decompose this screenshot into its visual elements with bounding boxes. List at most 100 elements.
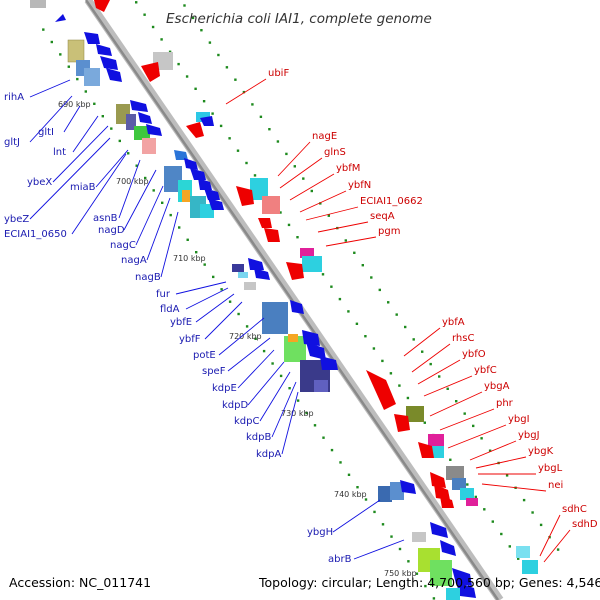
map-title: Escherichia coli IAI1, complete genome xyxy=(166,11,432,27)
gene-block xyxy=(142,138,156,154)
gene-block xyxy=(182,190,190,202)
gc-dot xyxy=(194,87,197,90)
gene-arrow xyxy=(186,122,204,138)
gc-dot xyxy=(160,38,163,41)
tick-label: 740 kbp xyxy=(334,490,367,499)
gc-dot xyxy=(101,115,104,118)
gene-label-left: nagD xyxy=(98,225,125,236)
gene-label-right: ybfA xyxy=(442,317,465,328)
label-leader-lines xyxy=(29,78,571,563)
gc-dot xyxy=(271,362,274,365)
gene-label-left: rihA xyxy=(4,92,24,103)
leader-line xyxy=(332,499,381,533)
gene-label-right: ybgL xyxy=(538,463,563,474)
gene-label-left: lnt xyxy=(53,147,66,158)
gc-dot xyxy=(395,313,398,316)
gene-block xyxy=(516,546,530,558)
gene-label-right: sdhC xyxy=(562,504,587,515)
gene-block xyxy=(412,532,426,542)
leader-line xyxy=(439,408,495,431)
gene-label-right: ECIAI1_0662 xyxy=(360,196,423,207)
gc-dot xyxy=(305,411,308,415)
gene-label-left: gltI xyxy=(38,127,54,138)
gene-arrow xyxy=(366,370,396,410)
gc-dot xyxy=(347,310,350,313)
gene-block xyxy=(200,204,214,218)
gc-dot xyxy=(178,226,181,229)
gc-dot xyxy=(522,498,526,502)
gc-dot xyxy=(330,285,333,288)
leader-line xyxy=(71,153,127,235)
leader-line xyxy=(52,125,109,183)
gc-dot xyxy=(200,29,203,32)
gc-dot xyxy=(93,102,96,105)
gene-arrow xyxy=(84,32,100,44)
gc-dot xyxy=(76,77,79,81)
gene-label-left: kdpA xyxy=(256,449,281,460)
gc-dot xyxy=(370,276,373,279)
gene-block xyxy=(428,434,444,446)
gc-dot xyxy=(398,547,402,551)
gene-label-right: ybfC xyxy=(474,365,497,376)
gene-block xyxy=(262,302,288,334)
gene-arrow xyxy=(440,540,456,556)
gene-arrow xyxy=(236,186,254,206)
gc-dot xyxy=(364,498,368,501)
kbp-ticks: 690 kbp 700 kbp 710 kbp 720 kbp 730 kbp … xyxy=(58,100,417,578)
leader-line xyxy=(305,206,359,221)
gc-dot xyxy=(169,213,172,217)
gene-label-right: sdhD xyxy=(572,519,598,530)
gc-dot xyxy=(211,112,214,115)
gene-arrow xyxy=(200,116,214,126)
gene-arrow xyxy=(430,522,448,538)
gene-arrow xyxy=(106,68,122,82)
gc-dot xyxy=(404,325,407,329)
gc-dot xyxy=(407,560,410,563)
gene-block xyxy=(446,588,460,600)
gene-label-left: potE xyxy=(193,350,216,361)
gc-dot xyxy=(539,523,543,527)
gene-block xyxy=(238,272,248,278)
gene-label-left: ybeZ xyxy=(4,214,29,225)
gene-arrow xyxy=(94,0,110,12)
gc-dot xyxy=(338,297,342,301)
gene-arrow xyxy=(190,168,206,180)
gc-dot xyxy=(143,13,146,16)
gc-dot xyxy=(446,387,449,390)
gc-dot xyxy=(84,90,87,93)
gc-dot xyxy=(327,214,330,217)
leader-line xyxy=(72,115,99,153)
gc-dot xyxy=(322,436,325,439)
gene-label-right: ubiF xyxy=(268,68,289,79)
gc-dot xyxy=(67,65,70,68)
gc-dot xyxy=(127,152,130,155)
tick-label: 710 kbp xyxy=(173,254,206,263)
gc-dot xyxy=(203,263,206,266)
leader-line xyxy=(277,141,311,177)
gc-dot xyxy=(330,448,334,452)
gc-dot xyxy=(429,362,432,366)
gc-dot xyxy=(242,90,246,94)
gc-dot xyxy=(508,545,511,548)
gene-arrow xyxy=(440,496,454,508)
leader-line xyxy=(259,371,291,422)
gc-dot xyxy=(361,264,364,267)
gene-arrow xyxy=(130,100,148,112)
gene-label-right: rhsC xyxy=(452,333,474,344)
tick-label: 730 kbp xyxy=(281,409,314,418)
gc-content-track xyxy=(42,1,560,600)
gc-dot xyxy=(424,584,427,588)
gc-dot xyxy=(421,350,424,353)
gc-dot xyxy=(355,322,359,325)
genome-backbone xyxy=(84,0,504,600)
gene-arrow xyxy=(141,62,160,82)
gene-label-right: ybgA xyxy=(484,381,510,392)
gc-dot xyxy=(228,300,232,303)
gc-dot xyxy=(212,275,215,279)
gene-label-left: asnB xyxy=(93,213,118,224)
leader-line xyxy=(317,221,369,233)
gene-label-left: kdpB xyxy=(246,432,271,443)
gene-block xyxy=(232,264,244,272)
leader-line xyxy=(289,173,335,201)
leader-line xyxy=(227,337,271,372)
